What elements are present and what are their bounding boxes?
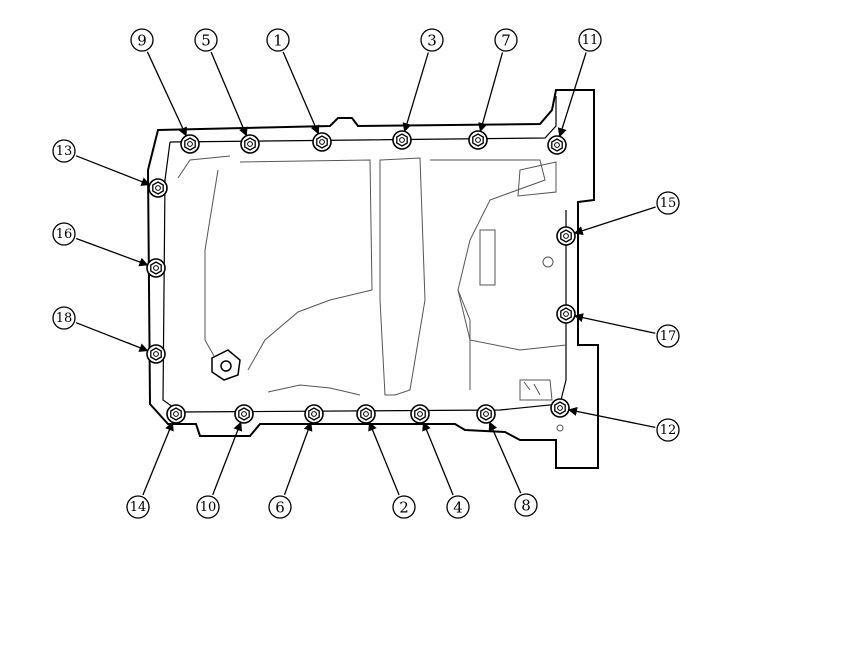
callout-circle	[194, 28, 218, 52]
bolt-8	[476, 404, 496, 424]
callout-number: 14	[130, 500, 147, 515]
leader-arrow-18	[75, 322, 149, 352]
leader-arrow-2	[368, 421, 400, 496]
callout-number: 13	[56, 144, 73, 159]
callout-circle	[52, 306, 76, 330]
callout-1: 1	[266, 28, 290, 52]
callout-circle	[494, 28, 518, 52]
callout-4: 4	[446, 495, 470, 519]
leader-arrow-4	[422, 421, 454, 496]
callout-number: 17	[660, 329, 677, 344]
callout-circle	[656, 191, 680, 215]
callout-circle	[420, 28, 444, 52]
callout-number: 18	[56, 311, 73, 326]
callout-3: 3	[420, 28, 444, 52]
bolt-15	[556, 226, 576, 246]
leader-arrow-7	[478, 52, 504, 133]
callout-2: 2	[392, 495, 416, 519]
callout-number: 2	[399, 499, 409, 517]
bolt-3	[392, 130, 412, 150]
callout-number: 12	[660, 423, 677, 438]
callout-7: 7	[494, 28, 518, 52]
leader-arrow-5	[210, 51, 248, 137]
callout-circle	[514, 493, 538, 517]
callout-14: 14	[126, 495, 150, 519]
bolt-1	[312, 132, 332, 152]
leader-arrow-10	[212, 421, 243, 496]
bolt-17	[556, 304, 576, 324]
callout-circle	[196, 495, 220, 519]
callout-number: 4	[453, 499, 463, 517]
callout-number: 16	[56, 227, 73, 242]
leader-arrow-13	[75, 155, 151, 186]
callout-18: 18	[52, 306, 76, 330]
bolt-14	[166, 404, 186, 424]
callout-5: 5	[194, 28, 218, 52]
leader-arrow-12	[567, 406, 656, 429]
callout-circle	[52, 222, 76, 246]
callout-16: 16	[52, 222, 76, 246]
leader-arrow-layer	[75, 51, 656, 496]
oil-pan-internal-ribs	[177, 155, 567, 432]
bolt-4	[410, 404, 430, 424]
callout-number: 9	[137, 32, 147, 50]
callout-number: 8	[521, 497, 531, 515]
drain-plug	[211, 349, 241, 381]
leader-arrow-15	[573, 206, 656, 236]
callout-number: 10	[200, 500, 217, 515]
bolt-6	[304, 404, 324, 424]
callout-circle	[446, 495, 470, 519]
callout-8: 8	[514, 493, 538, 517]
callout-17: 17	[656, 324, 680, 348]
callout-15: 15	[656, 191, 680, 215]
callout-circle	[656, 324, 680, 348]
callout-number: 6	[275, 499, 285, 517]
callout-number: 7	[501, 32, 511, 50]
bolt-13	[148, 178, 168, 198]
callout-number: 11	[582, 33, 599, 48]
bolt-11	[547, 135, 567, 155]
bolt-5	[240, 134, 260, 154]
leader-arrow-9	[146, 51, 187, 137]
bolt-16	[146, 258, 166, 278]
callout-10: 10	[196, 495, 220, 519]
bolt-2	[356, 404, 376, 424]
bolt-9	[180, 134, 200, 154]
callout-circle	[126, 495, 150, 519]
leader-arrow-6	[283, 421, 313, 496]
callout-number: 15	[660, 196, 677, 211]
callout-circle	[268, 495, 292, 519]
oil-pan-outline	[146, 89, 599, 469]
leader-arrow-3	[402, 52, 429, 133]
leader-arrow-11	[557, 52, 587, 138]
callout-9: 9	[130, 28, 154, 52]
callout-circle	[578, 28, 602, 52]
leader-arrow-16	[75, 237, 149, 267]
bolt-7	[468, 130, 488, 150]
callout-circle	[266, 28, 290, 52]
leader-arrow-8	[488, 421, 522, 494]
callout-number: 3	[427, 32, 437, 50]
callout-13: 13	[52, 139, 76, 163]
callout-number: 1	[273, 32, 283, 50]
bolt-18	[146, 344, 166, 364]
callout-circle	[392, 495, 416, 519]
leader-arrow-17	[573, 313, 656, 334]
bolt-layer	[146, 130, 576, 424]
callout-number: 5	[201, 32, 211, 50]
bolt-12	[550, 398, 570, 418]
callout-circle	[130, 28, 154, 52]
leader-arrow-1	[282, 51, 320, 135]
callout-6: 6	[268, 495, 292, 519]
bolt-10	[234, 404, 254, 424]
callout-11: 11	[578, 28, 602, 52]
callout-circle	[52, 139, 76, 163]
callout-12: 12	[656, 418, 680, 442]
leader-arrow-14	[142, 421, 174, 496]
callout-circle	[656, 418, 680, 442]
